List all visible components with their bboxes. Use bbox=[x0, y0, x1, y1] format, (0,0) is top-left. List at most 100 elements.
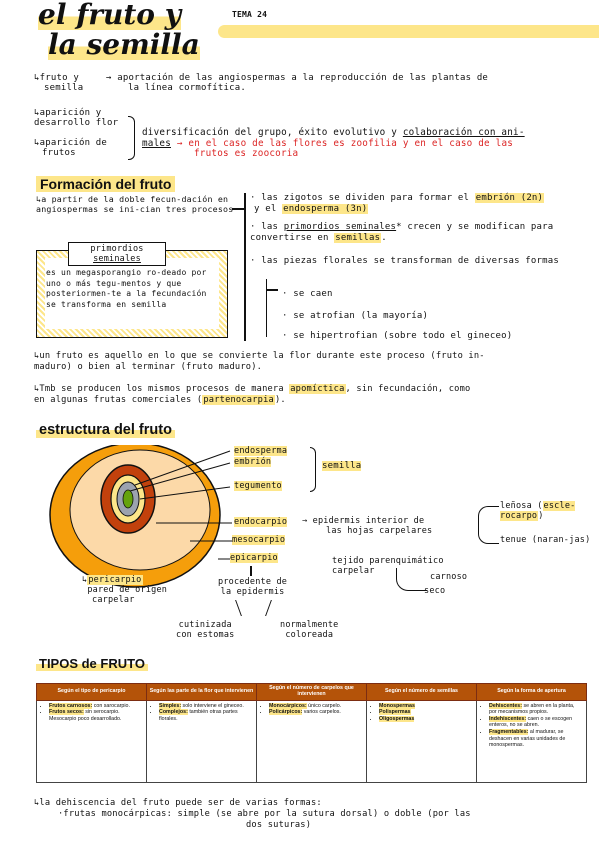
label-tegumento: tegumento bbox=[234, 481, 282, 491]
td-carpelos: Monocárpicos: único carpelo. Policárpico… bbox=[256, 699, 367, 783]
primordios-label-1: primordios bbox=[90, 244, 144, 254]
embrion-shape bbox=[122, 489, 134, 509]
intro-fruto-label: ↳fruto y bbox=[34, 73, 79, 83]
li-complejos: Complejos: también otras partes florales… bbox=[159, 709, 252, 722]
peri-desc-1: pared de origen bbox=[87, 585, 168, 595]
intro-semilla-label: semilla bbox=[44, 83, 84, 93]
li-policarpicos: Policárpicos: varios carpelos. bbox=[269, 709, 362, 716]
aparicion-flor-l2: desarrollo flor bbox=[34, 118, 119, 128]
tema-label: TEMA 24 bbox=[232, 10, 268, 19]
tipos-header-row: Según el tipo de pericarpio Según las pa… bbox=[36, 683, 587, 701]
aparicion-flor: ↳aparición y desarrollo flor bbox=[34, 108, 118, 128]
normalmente-1: normalmente bbox=[280, 620, 339, 630]
td-apertura: Dehiscentes: se abren en la planta, por … bbox=[476, 699, 587, 783]
ptr-endosperma bbox=[134, 450, 231, 486]
label-normalmente: normalmente coloreada bbox=[280, 620, 339, 640]
proceso-2-primordios: primordios seminales bbox=[283, 222, 397, 232]
footer-line1: ↳la dehiscencia del fruto puede ser de v… bbox=[34, 798, 322, 808]
th-carpelos: Según el número de carpelos que intervie… bbox=[256, 683, 367, 701]
label-embrion: embrión bbox=[234, 457, 272, 467]
diversificacion-text: diversificación del grupo, éxito evoluti… bbox=[142, 127, 597, 160]
intro-aporte-line2: la línea cormofítica. bbox=[128, 83, 246, 93]
proceso-3-a: · se caen bbox=[282, 289, 333, 299]
li-carnosos: Frutos carnosos: con sarocarpio. bbox=[49, 702, 142, 710]
label-endosperma: endosperma bbox=[234, 446, 288, 456]
label-endocarpio: endocarpio bbox=[234, 517, 288, 527]
label-epicarpio: epicarpio bbox=[230, 553, 278, 563]
pericarpio-text: pericarpio bbox=[87, 575, 143, 585]
aparicion-frutos: ↳aparición de frutos bbox=[34, 138, 107, 158]
li-oligospermas: Oligospermas bbox=[379, 715, 472, 723]
th-partes-flor: Según las parte de la flor que intervien… bbox=[146, 683, 257, 701]
primordios-text: es un megasporangio ro-deado por uno o m… bbox=[46, 268, 207, 309]
fruto-def-line1: ↳un fruto es aquello en lo que se convie… bbox=[34, 351, 485, 361]
epicarpio-branch-left bbox=[219, 600, 242, 616]
proceso-2: · las primordios seminales* crecen y se … bbox=[250, 222, 554, 243]
div-line3: frutos es zoocoria bbox=[194, 148, 299, 159]
ptr-embrion bbox=[129, 462, 231, 492]
fruit-diagram bbox=[49, 445, 221, 588]
primordios-label: primordios seminales bbox=[68, 242, 166, 266]
li-monocarpicos: Monocárpicos: único carpelo. bbox=[269, 702, 362, 710]
epi-desc-1: procedente de bbox=[218, 577, 288, 587]
intro-fruto: ↳fruto y semilla bbox=[34, 73, 83, 93]
title-line-2: la semilla bbox=[48, 28, 200, 61]
fruto-definicion: ↳un fruto es aquello en lo que se convie… bbox=[34, 351, 596, 373]
aparicion-flor-l1: ↳aparición y bbox=[34, 108, 102, 118]
tipos-body-row: Frutos carnosos: con sarocarpio. Frutos … bbox=[36, 699, 587, 783]
li-simples: Simples: solo interviene el gineceo. bbox=[159, 702, 252, 710]
diagram-pointers bbox=[129, 450, 232, 560]
cutinizada-1: cutinizada bbox=[178, 620, 232, 630]
label-carnoso: carnoso bbox=[430, 572, 468, 582]
primordios-label-2: seminales bbox=[93, 254, 141, 264]
endo-desc-2: las hojas carpelares bbox=[326, 526, 433, 536]
li-secos: Frutos secos: sin serocarpio. Mesocarpio… bbox=[49, 709, 142, 722]
estructura-title: estructura del fruto bbox=[36, 422, 175, 438]
proceso-3-tree bbox=[266, 279, 281, 337]
td-semillas: Monospermas Polispermas Oligospermas bbox=[366, 699, 477, 783]
apo-apomictica: apomíctica bbox=[289, 384, 346, 394]
li-monospermas: Monospermas bbox=[379, 702, 472, 710]
mesocarpio-desc: tejido parenquimático carpelar bbox=[332, 556, 444, 576]
tree-branch-1 bbox=[266, 289, 278, 291]
cutinizada-2: con estomas bbox=[176, 630, 235, 640]
apo-b: , sin fecundación, como bbox=[345, 384, 471, 394]
li-indehiscentes: Indehiscentes: caen o se escogen enteros… bbox=[489, 715, 582, 729]
label-semilla: semilla bbox=[322, 461, 362, 471]
label-cutinizada: cutinizada con estomas bbox=[176, 620, 235, 640]
primordios-box-inner bbox=[45, 258, 219, 329]
intro-aporte: → aportación de las angiospermas a la re… bbox=[106, 73, 596, 93]
th-apertura: Según la forma de apertura bbox=[476, 683, 587, 701]
li-dehiscentes: Dehiscentes: se abren en la planta, por … bbox=[489, 702, 582, 716]
label-pericarpio: ↳pericarpio pared de origen carpelar bbox=[82, 575, 168, 605]
epicarpio-branch-right bbox=[265, 600, 288, 616]
formacion-title: Formación del fruto bbox=[36, 176, 176, 192]
proceso-2-b: * crecen y se modifican para convertirse… bbox=[250, 222, 554, 243]
intro-aporte-line1: → aportación de las angiospermas a la re… bbox=[106, 73, 489, 83]
apo-partenocarpia: partenocarpia bbox=[202, 395, 275, 405]
tipos-table: Según el tipo de pericarpio Según las pa… bbox=[36, 683, 587, 783]
div-line1: diversificación del grupo, éxito evoluti… bbox=[142, 127, 403, 138]
div-line2b: → en el caso de las flores es zoofilia y… bbox=[171, 137, 514, 149]
formacion-left-text: ↳a partir de la doble fecun-dación en an… bbox=[36, 194, 234, 214]
endocarpio-desc: → epidermis interior de las hojas carpel… bbox=[302, 516, 432, 536]
proceso-3-b: · se atrofian (la mayoría) bbox=[282, 311, 429, 321]
label-seco: seco bbox=[424, 586, 446, 596]
lenosa-text: leñosa ( bbox=[500, 501, 543, 511]
fruto-def-line2: maduro) o bien al terminar (fruto maduro… bbox=[34, 362, 263, 372]
endocarpio-fork bbox=[478, 506, 499, 544]
div-colab: colaboración con ani- bbox=[402, 127, 525, 138]
apomixis-text: ↳Tmb se producen los mismos procesos de … bbox=[34, 384, 596, 406]
epi-desc-2: la epidermis bbox=[220, 587, 285, 597]
tipos-title: TIPOS de FRUTO bbox=[36, 656, 148, 671]
proceso-1-embrion: embrión (2n) bbox=[474, 193, 545, 203]
epicarpio-desc: procedente de la epidermis bbox=[218, 577, 287, 597]
apo-c: en algunas frutas comerciales ( bbox=[34, 395, 203, 405]
lenosa-end: ) bbox=[538, 511, 544, 521]
proceso-1-b: y el bbox=[254, 204, 283, 214]
mesocarpio-fork bbox=[396, 568, 427, 591]
formacion-vline bbox=[244, 193, 246, 341]
td-partes-flor: Simples: solo interviene el gineceo. Com… bbox=[146, 699, 257, 783]
label-tenue: tenue (naran-jas) bbox=[500, 535, 591, 545]
proceso-1-endosperma: endosperma (3n) bbox=[282, 204, 369, 214]
